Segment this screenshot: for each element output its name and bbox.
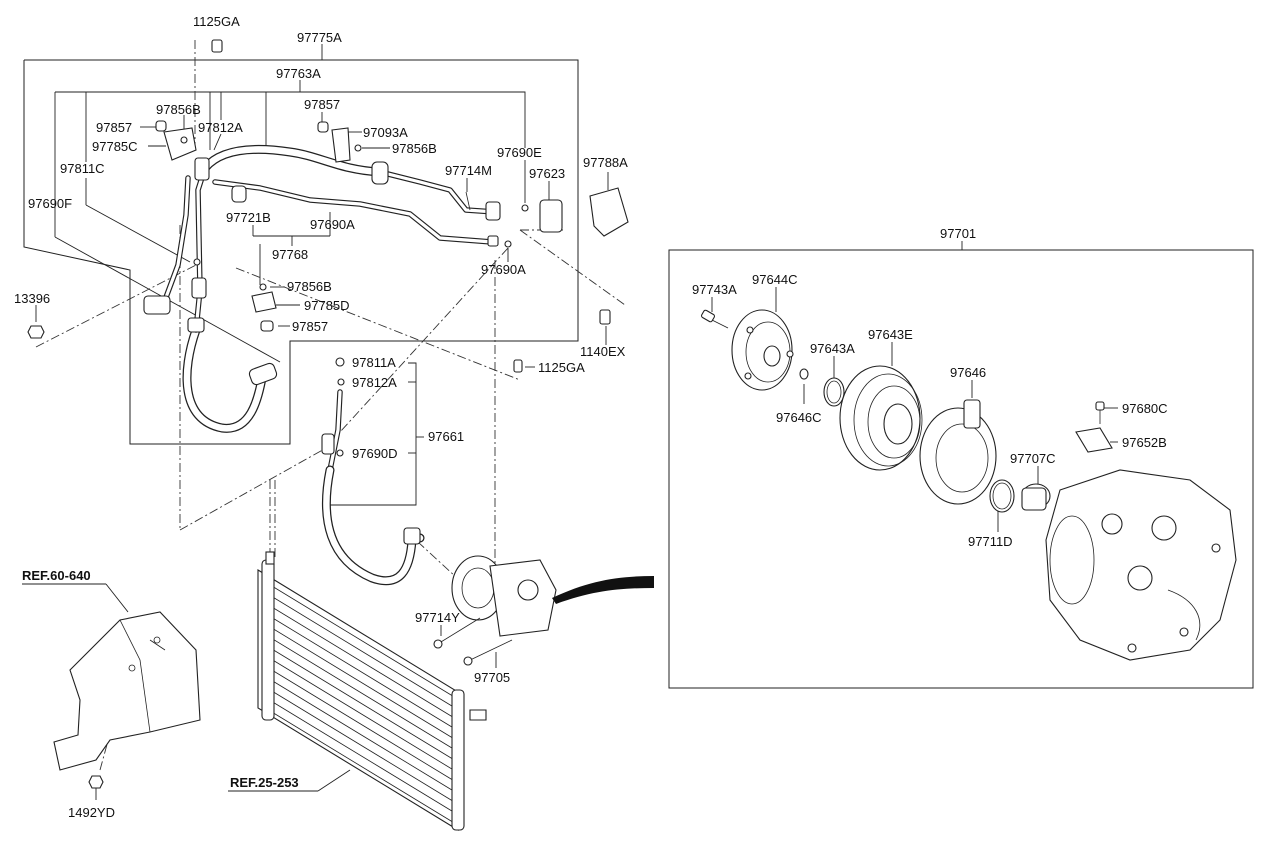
label-97705: 97705 [474, 670, 510, 685]
compressor-small [433, 555, 654, 666]
label-97680c: 97680C [1122, 401, 1168, 416]
label-97856b-b: 97856B [392, 141, 437, 156]
condenser-fin [261, 705, 457, 825]
label-97857-a: 97857 [96, 120, 132, 135]
label-97711d: 97711D [968, 534, 1013, 549]
label-97652b: 97652B [1122, 435, 1167, 450]
box-97701 [668, 249, 1254, 689]
assembly-frames [23, 59, 1254, 689]
label-ref-60-640: REF.60-640 [22, 568, 91, 583]
label-97785d: 97785D [304, 298, 350, 313]
label-97763a: 97763A [276, 66, 321, 81]
label-97690a-a: 97690A [310, 217, 355, 232]
label-97646: 97646 [950, 365, 986, 380]
condenser-fin [261, 632, 457, 751]
label-97714m: 97714M [445, 163, 492, 178]
label-97768: 97768 [272, 247, 308, 262]
ac-hose-assembly [27, 39, 629, 433]
label-1140ex: 1140EX [580, 344, 626, 359]
condenser-fin [261, 653, 457, 772]
label-97811c: 97811C [60, 161, 105, 176]
label-97690f: 97690F [28, 196, 72, 211]
condenser-fin [261, 600, 457, 720]
condenser-fin [261, 663, 457, 783]
label-97721b: 97721B [226, 210, 271, 225]
callout-labels: 1125GA 97775A 97763A 97856B 97857 97812A… [14, 14, 1168, 820]
label-97643e: 97643E [868, 327, 913, 342]
label-ref-25-253: REF.25-253 [230, 775, 299, 790]
label-97690d: 97690D [352, 446, 398, 461]
label-97775a: 97775A [297, 30, 342, 45]
body-panel [53, 611, 201, 789]
condenser-fin [261, 590, 457, 709]
label-97093a: 97093A [363, 125, 408, 140]
label-97644c: 97644C [752, 272, 798, 287]
label-1492yd: 1492YD [68, 805, 115, 820]
label-13396: 13396 [14, 291, 50, 306]
label-97856b-c: 97856B [287, 279, 332, 294]
hose-97661 [321, 357, 425, 586]
label-97811a: 97811A [352, 355, 396, 370]
condenser-fin [261, 642, 457, 762]
label-97623: 97623 [529, 166, 565, 181]
label-97856b-a: 97856B [156, 102, 201, 117]
label-97701: 97701 [940, 226, 976, 241]
label-97643a: 97643A [810, 341, 855, 356]
condenser-fin [261, 621, 457, 741]
label-97857-b: 97857 [304, 97, 340, 112]
label-97714y: 97714Y [415, 610, 460, 625]
label-97707c: 97707C [1010, 451, 1056, 466]
label-97661: 97661 [428, 429, 464, 444]
condenser-fin [261, 674, 457, 793]
box-97775a [23, 59, 579, 445]
label-97690e: 97690E [497, 145, 542, 160]
label-1125ga-mid: 1125GA [538, 360, 585, 375]
label-97788a: 97788A [583, 155, 628, 170]
label-97812a-a: 97812A [198, 120, 243, 135]
label-1125ga-top: 1125GA [193, 14, 240, 29]
condenser-fin [261, 684, 457, 804]
label-97785c: 97785C [92, 139, 138, 154]
label-97690a-b: 97690A [481, 262, 526, 277]
label-97812a-b: 97812A [352, 375, 397, 390]
compressor-exploded [700, 309, 1237, 661]
condenser-fin [261, 695, 457, 814]
label-97743a: 97743A [692, 282, 737, 297]
condenser [257, 551, 487, 831]
label-97857-c: 97857 [292, 319, 328, 334]
condenser-fin [261, 579, 457, 699]
condenser-fin [261, 611, 457, 730]
label-97646c: 97646C [776, 410, 822, 425]
